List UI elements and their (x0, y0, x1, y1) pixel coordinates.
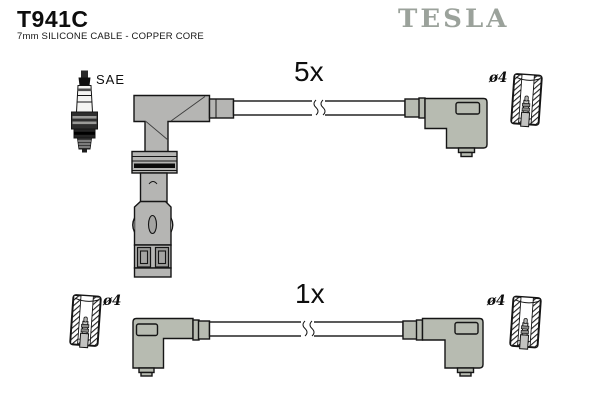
part-number: T941C (17, 6, 89, 32)
terminal-socket-icon-top-right (509, 72, 543, 129)
diameter-label-bottom-left: ø4 (103, 293, 122, 309)
sae-standard-label: SAE (96, 72, 126, 87)
spark-plug-boot-bottom-right (402, 317, 484, 377)
diameter-label-bottom-right: ø4 (487, 293, 506, 309)
cable-top (232, 99, 406, 117)
coil-connector-top-left (131, 94, 235, 278)
quantity-label-bottom-cable: 1x (295, 278, 325, 309)
spark-plug-boot-top-right (404, 97, 488, 158)
terminal-socket-icon-bottom-left (68, 293, 102, 350)
tesla-logo: TESLA (398, 4, 510, 34)
cable-bottom (208, 320, 404, 338)
terminal-socket-icon-bottom-right (508, 295, 542, 351)
spark-plug-icon (71, 70, 98, 153)
quantity-label-top-cable: 5x (294, 56, 324, 87)
spark-plug-boot-bottom-left (132, 317, 211, 377)
part-description: 7mm SILICONE CABLE - COPPER CORE (17, 31, 204, 42)
diameter-label-top-right: ø4 (489, 70, 508, 86)
